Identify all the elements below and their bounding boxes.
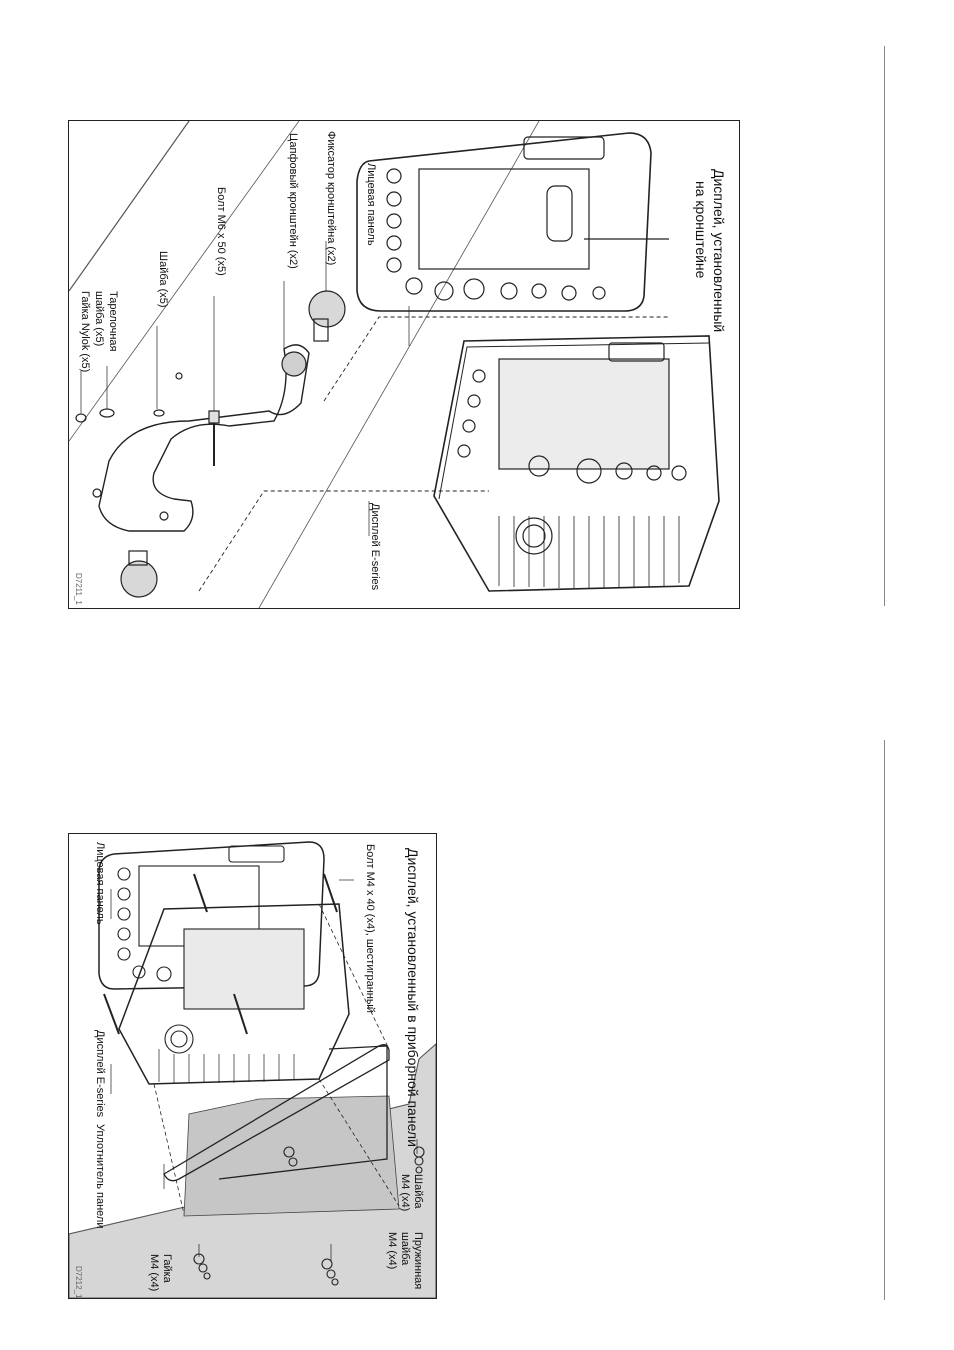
figure-1-title-line2: на кронштейне: [693, 181, 709, 279]
figure-2-code: D7212_1: [74, 1266, 83, 1299]
figure-bracket-mount: Дисплей, установленный на кронштейне Лиц…: [68, 120, 740, 609]
label-nylok-nut: Гайка Nylok (x5): [79, 291, 91, 373]
page-margin-rule-bottom: [884, 740, 885, 1300]
figure-1-code: D7211_1: [74, 573, 83, 605]
label-washer: Шайба (x5): [157, 251, 169, 308]
figure-panel-mount: Дисплей, установленный в приборной панел…: [68, 833, 437, 1299]
face-panel-shape: [356, 132, 652, 312]
label-bracket-lock: Фиксатор кронштейна (x2): [325, 131, 337, 266]
label-dish-washer-line2: шайба (x5): [93, 291, 105, 347]
label-dish-washer-line1: Тарелочная: [107, 291, 119, 352]
figure-1-title-line1: Дисплей, установленный: [711, 169, 727, 333]
display-unit-shape: [433, 335, 720, 592]
page-margin-rule-top: [884, 46, 885, 606]
label-face-panel: Лицевая панель: [365, 163, 377, 246]
label-spring-washer-line2: шайба: [399, 1232, 411, 1266]
label-nut-m4-line1: Гайка: [161, 1254, 173, 1283]
figure-2-title: Дисплей, установленный в приборной панел…: [405, 848, 421, 1147]
display-unit-2-shape: [118, 903, 350, 1085]
label-spring-washer-line3: М4 (x4): [386, 1232, 398, 1270]
label-nut-m4-line2: М4 (x4): [148, 1254, 160, 1292]
label-display-e-series-2: Дисплей E-series: [94, 1030, 106, 1118]
label-spring-washer-line1: Пружинная: [412, 1232, 424, 1290]
label-bolt-m4: Болт М4 x 40 (x4), шестигранный: [364, 844, 376, 1013]
bracket-mount-illustration: [69, 121, 720, 608]
label-trunnion-bracket: Цапфовый кронштейн (x2): [287, 133, 299, 269]
panel-mount-illustration: [69, 841, 436, 1298]
label-washer-m4-line1: Шайба: [412, 1174, 424, 1209]
panel-seal-shape: [163, 1044, 390, 1182]
label-bolt: Болт М6 x 50 (x5): [215, 187, 227, 276]
label-panel-seal: Уплотнитель панели: [94, 1124, 106, 1229]
label-display-e-series: Дисплей E-series: [369, 503, 381, 591]
label-face-panel-2: Лицевая панель: [94, 842, 106, 925]
trunnion-bracket-shape: [98, 344, 310, 532]
label-washer-m4-line2: М4 (x4): [399, 1174, 411, 1212]
